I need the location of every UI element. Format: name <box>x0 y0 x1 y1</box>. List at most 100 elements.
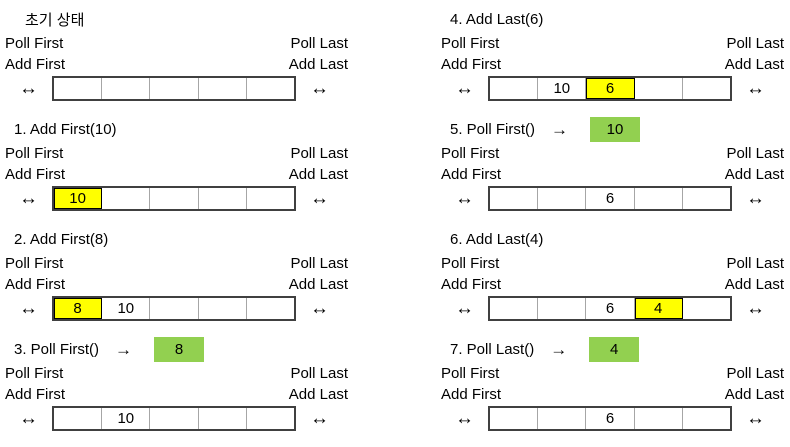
right-bidirectional-arrow-icon: ↔ <box>746 408 765 429</box>
deque-cell <box>102 188 151 209</box>
deque-cell-highlighted: 4 <box>634 298 683 319</box>
deque-cell <box>683 298 730 319</box>
poll-last-label: Poll Last <box>726 35 784 52</box>
deque-cell <box>490 408 539 429</box>
deque-cell <box>199 78 247 99</box>
add-last-label: Add Last <box>724 56 784 73</box>
poll-first-label: Poll First <box>5 35 64 52</box>
result-value-box: 4 <box>589 337 640 362</box>
poll-last-label: Poll Last <box>290 35 348 52</box>
left-bidirectional-arrow-icon: ↔ <box>455 408 474 429</box>
left-bidirectional-arrow-icon: ↔ <box>19 188 38 209</box>
deque-array: 8 10 <box>52 296 296 321</box>
left-bidirectional-arrow-icon: ↔ <box>19 408 38 429</box>
panel-title: 5. Poll First() <box>450 121 536 138</box>
deque-array: 6 4 <box>488 296 732 321</box>
result-arrow-icon: → <box>551 120 569 139</box>
panel-poll-first-8: 3. Poll First() → 8 Poll First Poll Last… <box>5 336 348 446</box>
left-bidirectional-arrow-icon: ↔ <box>19 298 38 319</box>
deque-cell <box>490 78 539 99</box>
deque-cell <box>199 188 247 209</box>
deque-cell-highlighted: 6 <box>586 78 635 99</box>
deque-cell <box>102 78 151 99</box>
right-bidirectional-arrow-icon: ↔ <box>310 298 329 319</box>
deque-cell <box>150 78 199 99</box>
left-bidirectional-arrow-icon: ↔ <box>455 298 474 319</box>
deque-cell: 6 <box>586 408 635 429</box>
deque-cell-highlighted: 8 <box>54 298 103 319</box>
add-last-label: Add Last <box>288 166 348 183</box>
deque-cell <box>538 188 587 209</box>
result-arrow-icon: → <box>550 340 568 359</box>
panel-poll-first-10: 5. Poll First() → 10 Poll First Poll Las… <box>441 116 784 226</box>
add-first-label: Add First <box>441 276 502 293</box>
panel-title: 2. Add First(8) <box>14 231 109 248</box>
right-bidirectional-arrow-icon: ↔ <box>310 188 329 209</box>
deque-cell <box>683 408 730 429</box>
panel-title: 4. Add Last(6) <box>450 11 544 28</box>
deque-array <box>52 76 296 101</box>
deque-cell <box>54 78 103 99</box>
poll-first-label: Poll First <box>5 365 64 382</box>
deque-cell <box>635 188 683 209</box>
deque-array: 6 <box>488 186 732 211</box>
poll-first-label: Poll First <box>5 255 64 272</box>
poll-last-label: Poll Last <box>726 255 784 272</box>
poll-last-label: Poll Last <box>726 365 784 382</box>
panel-poll-last-4: 7. Poll Last() → 4 Poll First Poll Last … <box>441 336 784 446</box>
deque-array: 10 <box>52 406 296 431</box>
add-first-label: Add First <box>5 276 66 293</box>
right-bidirectional-arrow-icon: ↔ <box>310 408 329 429</box>
add-last-label: Add Last <box>724 386 784 403</box>
right-bidirectional-arrow-icon: ↔ <box>310 78 329 99</box>
panel-initial-state: 초기 상태 Poll First Poll Last Add First Add… <box>5 6 348 116</box>
add-first-label: Add First <box>441 166 502 183</box>
add-first-label: Add First <box>5 166 66 183</box>
add-last-label: Add Last <box>288 386 348 403</box>
deque-cell <box>247 188 294 209</box>
deque-cell <box>683 78 730 99</box>
add-last-label: Add Last <box>724 276 784 293</box>
right-column: 4. Add Last(6) Poll First Poll Last Add … <box>441 6 784 446</box>
left-bidirectional-arrow-icon: ↔ <box>455 188 474 209</box>
deque-cell <box>199 298 247 319</box>
deque-array: 10 <box>52 186 296 211</box>
deque-cell <box>247 298 294 319</box>
deque-cell <box>247 78 294 99</box>
deque-cell: 10 <box>102 408 151 429</box>
deque-cell <box>683 188 730 209</box>
left-bidirectional-arrow-icon: ↔ <box>455 78 474 99</box>
panel-title: 3. Poll First() <box>14 341 100 358</box>
deque-cell <box>54 408 103 429</box>
panel-add-last-4: 6. Add Last(4) Poll First Poll Last Add … <box>441 226 784 336</box>
panel-title: 6. Add Last(4) <box>450 231 544 248</box>
deque-cell <box>538 298 587 319</box>
add-first-label: Add First <box>5 56 66 73</box>
deque-cell <box>490 188 539 209</box>
deque-cell <box>490 298 539 319</box>
add-last-label: Add Last <box>288 276 348 293</box>
deque-cell <box>199 408 247 429</box>
poll-first-label: Poll First <box>441 35 500 52</box>
deque-array: 6 <box>488 406 732 431</box>
poll-first-label: Poll First <box>5 145 64 162</box>
deque-array: 10 6 <box>488 76 732 101</box>
add-last-label: Add Last <box>288 56 348 73</box>
right-bidirectional-arrow-icon: ↔ <box>746 188 765 209</box>
poll-last-label: Poll Last <box>726 145 784 162</box>
result-arrow-icon: → <box>115 340 133 359</box>
poll-last-label: Poll Last <box>290 255 348 272</box>
deque-cell <box>635 408 683 429</box>
add-first-label: Add First <box>441 56 502 73</box>
right-bidirectional-arrow-icon: ↔ <box>746 298 765 319</box>
panel-add-first-8: 2. Add First(8) Poll First Poll Last Add… <box>5 226 348 336</box>
poll-last-label: Poll Last <box>290 145 348 162</box>
deque-cell: 10 <box>538 78 587 99</box>
deque-cell <box>150 298 199 319</box>
right-bidirectional-arrow-icon: ↔ <box>746 78 765 99</box>
deque-cell <box>150 188 199 209</box>
deque-cell-highlighted: 10 <box>54 188 103 209</box>
panel-title: 1. Add First(10) <box>14 121 117 138</box>
poll-first-label: Poll First <box>441 255 500 272</box>
